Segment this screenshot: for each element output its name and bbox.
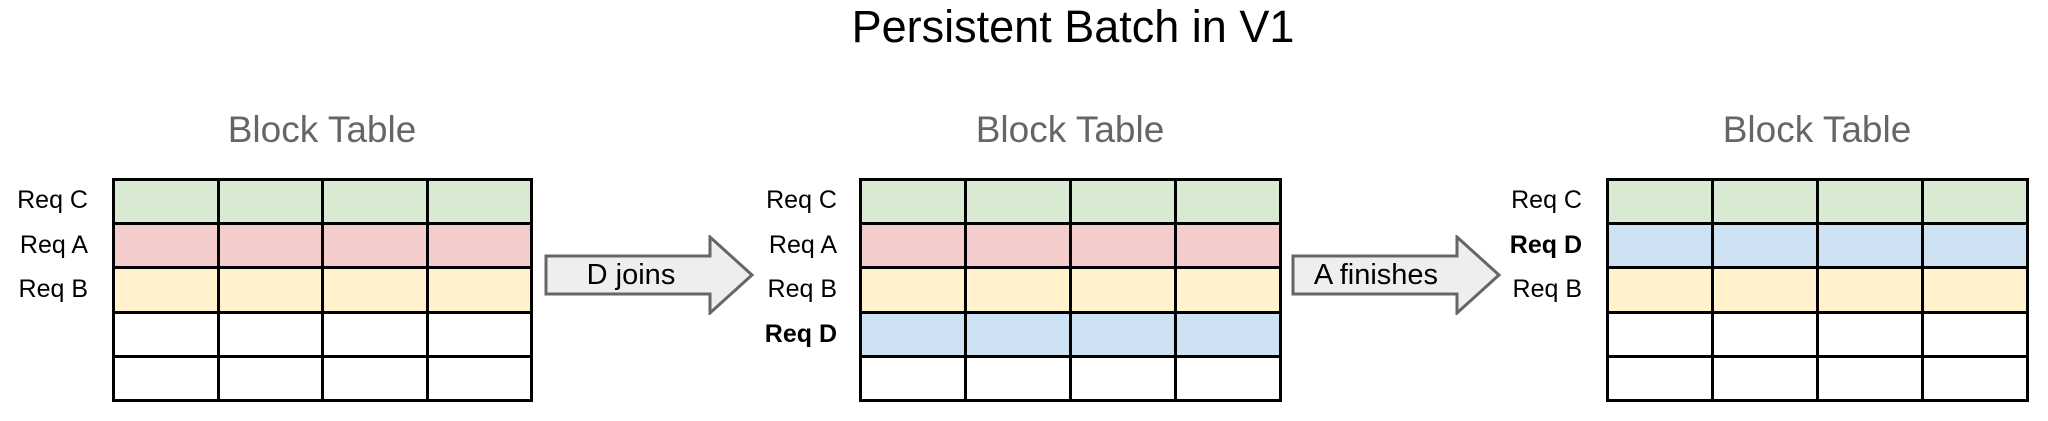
block-table-1 xyxy=(112,178,533,402)
block-table-2 xyxy=(859,178,1282,402)
block-cell xyxy=(428,357,530,399)
block-cell xyxy=(324,357,426,399)
block-cell xyxy=(428,225,530,267)
right-arrow-shape xyxy=(1291,235,1502,315)
block-cell xyxy=(1177,225,1279,267)
diagram-title: Persistent Batch in V1 xyxy=(851,1,1295,52)
row-label-req-c: Req C xyxy=(1511,185,1582,214)
block-cell xyxy=(115,181,217,223)
block-cell xyxy=(1072,269,1174,311)
block-cell xyxy=(219,269,321,311)
block-cell xyxy=(1714,313,1816,355)
block-cell xyxy=(1819,269,1921,311)
block-cell xyxy=(862,181,964,223)
block-cell xyxy=(324,313,426,355)
block-cell xyxy=(1819,181,1921,223)
row-label-empty xyxy=(0,312,88,357)
block-cell xyxy=(324,225,426,267)
block-cell xyxy=(1609,225,1711,267)
row-label-req-b: Req B xyxy=(18,275,88,304)
block-cell xyxy=(1177,269,1279,311)
block-cell xyxy=(324,181,426,223)
row-labels-table-2: Req C Req A Req B Req D xyxy=(690,178,837,402)
right-arrow-shape xyxy=(544,235,755,315)
block-cell xyxy=(1609,269,1711,311)
block-table-title-1: Block Table xyxy=(227,109,417,150)
row-label-req-d: Req D xyxy=(1509,230,1582,259)
row-label-empty xyxy=(0,357,88,402)
a-finishes-arrow-icon xyxy=(1291,235,1502,315)
block-cell xyxy=(1924,225,2026,267)
block-cell xyxy=(1714,357,1816,399)
block-cell xyxy=(219,313,321,355)
block-cell xyxy=(1714,269,1816,311)
block-table-title-2: Block Table xyxy=(975,109,1165,150)
block-cell xyxy=(1924,313,2026,355)
block-cell xyxy=(1924,181,2026,223)
block-cell xyxy=(115,269,217,311)
block-cell xyxy=(428,181,530,223)
block-cell xyxy=(1177,357,1279,399)
block-cell xyxy=(1072,357,1174,399)
block-cell xyxy=(115,357,217,399)
block-cell xyxy=(1819,357,1921,399)
arrow-label-d-joins: D joins xyxy=(586,258,676,291)
block-cell xyxy=(967,225,1069,267)
row-label-empty xyxy=(1440,312,1582,357)
block-cell xyxy=(428,313,530,355)
block-cell xyxy=(862,225,964,267)
row-label-req-a: Req A xyxy=(19,230,88,259)
block-cell xyxy=(115,225,217,267)
block-cell xyxy=(1714,181,1816,223)
block-cell xyxy=(1714,225,1816,267)
block-table-title-3: Block Table xyxy=(1722,109,1912,150)
arrow-label-a-finishes: A finishes xyxy=(1313,258,1439,291)
row-label-req-a: Req A xyxy=(768,230,837,259)
row-label-req-b: Req B xyxy=(767,275,837,304)
row-labels-table-3: Req C Req D Req B xyxy=(1440,178,1582,402)
block-cell xyxy=(1609,313,1711,355)
block-cell xyxy=(1072,313,1174,355)
block-cell xyxy=(324,269,426,311)
block-cell xyxy=(1609,181,1711,223)
row-label-empty xyxy=(1440,357,1582,402)
block-cell xyxy=(967,357,1069,399)
block-cell xyxy=(219,357,321,399)
block-cell xyxy=(1819,313,1921,355)
block-cell xyxy=(1924,357,2026,399)
row-label-req-c: Req C xyxy=(17,185,88,214)
block-cell xyxy=(967,269,1069,311)
block-cell xyxy=(1177,313,1279,355)
block-cell xyxy=(862,313,964,355)
block-cell xyxy=(1177,181,1279,223)
block-cell xyxy=(1819,225,1921,267)
row-label-req-d: Req D xyxy=(764,320,837,349)
block-cell xyxy=(1072,181,1174,223)
block-cell xyxy=(428,269,530,311)
block-cell xyxy=(1072,225,1174,267)
row-label-req-c: Req C xyxy=(766,185,837,214)
row-labels-table-1: Req C Req A Req B xyxy=(0,178,88,402)
row-label-req-b: Req B xyxy=(1512,275,1582,304)
block-cell xyxy=(967,181,1069,223)
row-label-empty xyxy=(690,357,837,402)
block-cell xyxy=(862,357,964,399)
block-cell xyxy=(1924,269,2026,311)
block-cell xyxy=(219,181,321,223)
block-cell xyxy=(862,269,964,311)
block-cell xyxy=(219,225,321,267)
d-joins-arrow-icon xyxy=(544,235,755,315)
block-cell xyxy=(1609,357,1711,399)
block-cell xyxy=(115,313,217,355)
block-table-3 xyxy=(1606,178,2029,402)
block-cell xyxy=(967,313,1069,355)
